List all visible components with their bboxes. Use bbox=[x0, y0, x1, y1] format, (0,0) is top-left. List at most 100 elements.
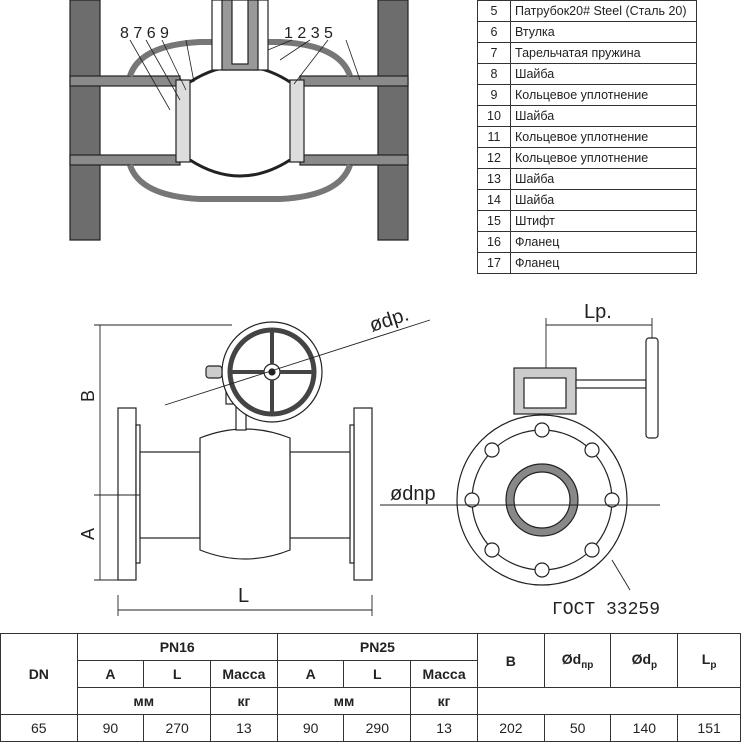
part-name: Фланец bbox=[510, 231, 697, 253]
part-name: Штифт bbox=[510, 210, 697, 232]
side-dimensions bbox=[380, 318, 660, 591]
header-lp: Lр bbox=[677, 633, 741, 688]
front-pipe-right bbox=[289, 451, 351, 539]
part-no: 17 bbox=[477, 252, 511, 274]
part-name: Шайба bbox=[510, 189, 697, 211]
cell-lp: 151 bbox=[677, 714, 741, 742]
header-l-25: L bbox=[343, 660, 412, 688]
pipe-wall-top-right bbox=[299, 75, 409, 87]
unit-empty bbox=[477, 687, 741, 715]
right-flange-section bbox=[377, 0, 409, 241]
unit-mm-25: мм bbox=[276, 687, 412, 715]
pipe-wall-top-left bbox=[69, 75, 181, 87]
dim-l-label: L bbox=[238, 585, 249, 607]
part-no: 8 bbox=[477, 63, 511, 85]
header-dn: DN bbox=[0, 633, 78, 715]
part-name: Шайба bbox=[510, 168, 697, 190]
cell-dp: 140 bbox=[610, 714, 679, 742]
cell-a25: 90 bbox=[276, 714, 345, 742]
front-left-flange bbox=[117, 407, 137, 581]
part-name: Кольцевое уплотнение bbox=[510, 147, 697, 169]
header-b: B bbox=[477, 633, 545, 688]
front-pipe-left bbox=[139, 451, 201, 539]
seat-right bbox=[289, 79, 305, 163]
part-name: Тарельчатая пружина bbox=[510, 42, 697, 64]
front-right-flange bbox=[353, 407, 373, 581]
part-name: Фланец bbox=[510, 252, 697, 274]
header-l-16: L bbox=[143, 660, 211, 688]
part-name: Втулка bbox=[510, 21, 697, 43]
part-name: Шайба bbox=[510, 105, 697, 127]
unit-kg-25: кг bbox=[410, 687, 479, 715]
part-no: 6 bbox=[477, 21, 511, 43]
header-mass-25: Масса bbox=[410, 660, 479, 688]
header-pn25: PN25 bbox=[276, 633, 479, 661]
cell-mass16: 13 bbox=[209, 714, 278, 742]
header-a-25: A bbox=[276, 660, 345, 688]
dim-dp-label: ødp. bbox=[367, 303, 412, 336]
table-row: 65 90 270 13 90 290 13 202 50 140 151 bbox=[0, 714, 741, 742]
part-no: 10 bbox=[477, 105, 511, 127]
dim-dnp-label: ødnp bbox=[390, 483, 436, 505]
part-no: 14 bbox=[477, 189, 511, 211]
dim-lp-label: Lp. bbox=[584, 301, 612, 323]
left-flange-section bbox=[69, 0, 101, 241]
part-no: 9 bbox=[477, 84, 511, 106]
section-view bbox=[69, 0, 409, 241]
cell-mass25: 13 bbox=[410, 714, 479, 742]
dim-a-label: A bbox=[78, 528, 98, 540]
spec-table: DN PN16 PN25 B Ødпр Ødр Lр A L Масса A L… bbox=[0, 633, 741, 742]
header-mass-16: Масса bbox=[209, 660, 278, 688]
part-name: Патрубок20# Steel (Сталь 20) bbox=[510, 0, 697, 22]
cell-b: 202 bbox=[477, 714, 545, 742]
part-no: 12 bbox=[477, 147, 511, 169]
header-pn16: PN16 bbox=[76, 633, 278, 661]
bolt-holes bbox=[464, 422, 620, 578]
seat-left bbox=[175, 79, 191, 163]
front-body bbox=[199, 428, 291, 560]
part-no: 11 bbox=[477, 126, 511, 148]
part-name: Кольцевое уплотнение bbox=[510, 84, 697, 106]
part-name: Шайба bbox=[510, 63, 697, 85]
cell-a16: 90 bbox=[76, 714, 145, 742]
part-no: 16 bbox=[477, 231, 511, 253]
pipe-wall-bottom-right bbox=[299, 154, 409, 166]
side-handwheel bbox=[645, 337, 659, 439]
callouts-left: 8 7 6 9 bbox=[120, 25, 169, 42]
cell-dnp: 50 bbox=[543, 714, 612, 742]
front-view bbox=[117, 321, 373, 581]
front-dimensions bbox=[94, 319, 431, 616]
part-no: 7 bbox=[477, 42, 511, 64]
unit-kg-16: кг bbox=[209, 687, 278, 715]
part-name: Кольцевое уплотнение bbox=[510, 126, 697, 148]
cell-dn: 65 bbox=[0, 714, 78, 742]
callouts-right: 1 2 3 5 bbox=[284, 25, 333, 42]
unit-mm-16: мм bbox=[76, 687, 211, 715]
header-a-16: A bbox=[76, 660, 145, 688]
side-view bbox=[456, 337, 659, 586]
header-dp: Ødр bbox=[610, 633, 679, 688]
header-dnp: Ødпр bbox=[543, 633, 612, 688]
part-no: 13 bbox=[477, 168, 511, 190]
cell-l16: 270 bbox=[143, 714, 211, 742]
dim-b-label: B bbox=[78, 390, 98, 402]
pipe-wall-bottom-left bbox=[69, 154, 181, 166]
gost-label: ГОСТ 33259 bbox=[552, 600, 660, 620]
part-no: 5 bbox=[477, 0, 511, 22]
cell-l25: 290 bbox=[343, 714, 412, 742]
